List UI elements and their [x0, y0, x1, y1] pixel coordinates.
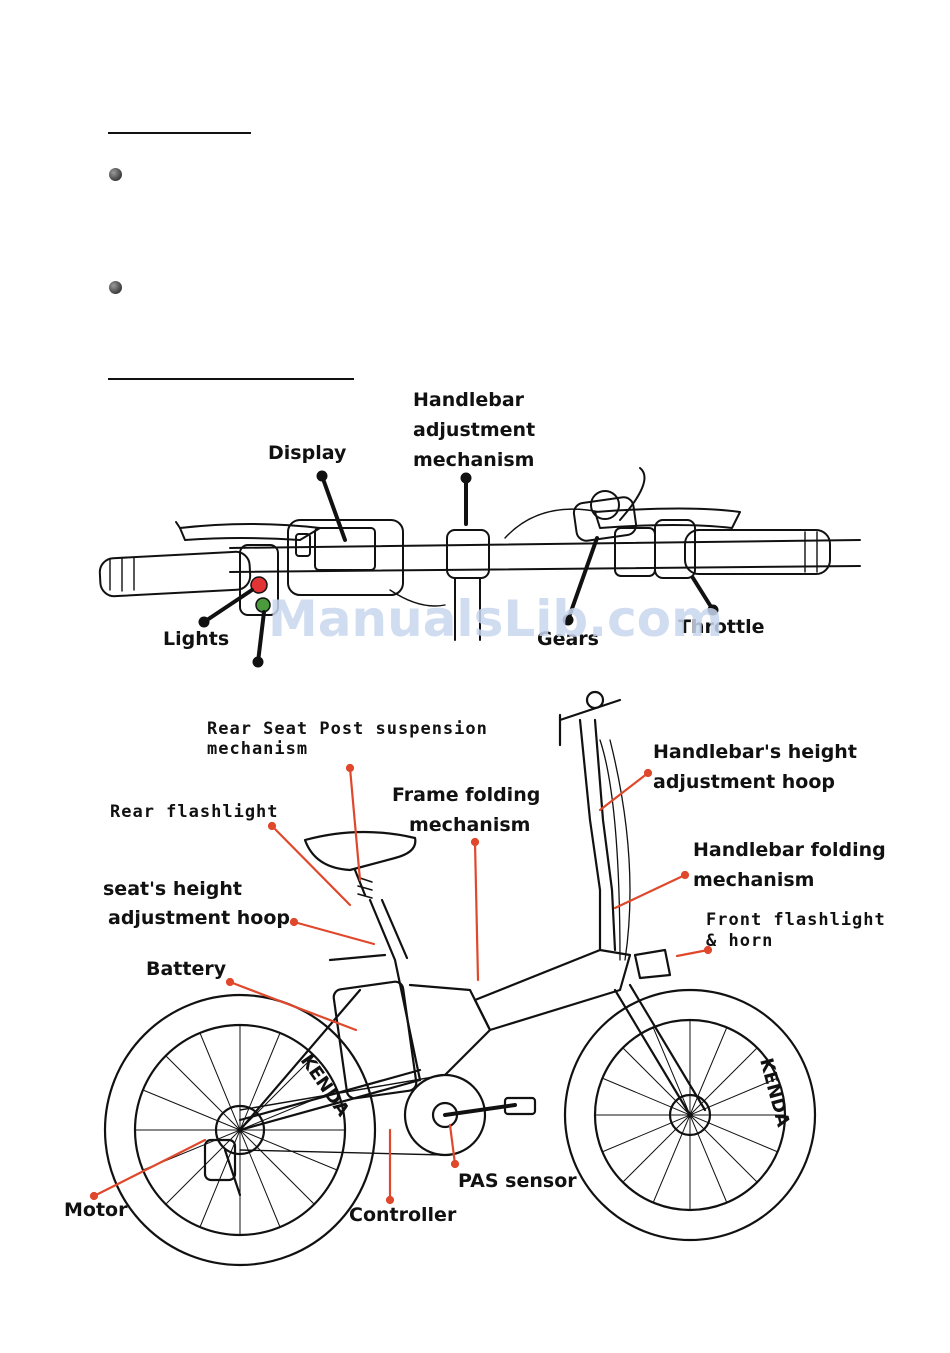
label-handlebar-adjustment-2: adjustment	[413, 419, 536, 441]
label-rear-seat-post-2: mechanism	[207, 739, 309, 759]
battery-leader	[228, 980, 358, 1032]
label-lights: Lights	[163, 628, 230, 650]
label-front-flashlight-1: Front flashlight	[706, 910, 886, 930]
seat-height-leader	[292, 920, 376, 946]
label-frame-folding-1: Frame folding	[392, 784, 541, 806]
rear-tire-brand: KENDA	[296, 1051, 353, 1121]
label-battery: Battery	[146, 958, 227, 980]
label-gears: Gears	[537, 628, 599, 650]
front-tire-brand: KENDA	[755, 1056, 793, 1129]
label-seat-height-1: seat's height	[103, 878, 242, 900]
label-display: Display	[268, 442, 347, 464]
front-tire	[563, 988, 817, 1242]
label-controller: Controller	[349, 1204, 457, 1226]
handlebar-folding-leader	[613, 873, 687, 910]
bullet-1	[109, 168, 122, 181]
label-rear-seat-post-1: Rear Seat Post suspension	[207, 719, 488, 739]
label-pas-sensor: PAS sensor	[458, 1170, 577, 1192]
pas-sensor-leader	[448, 1123, 457, 1166]
light-red-button	[250, 576, 268, 594]
rear-seat-post-leader	[348, 766, 362, 882]
label-handlebar-height-2: adjustment hoop	[653, 771, 835, 793]
front-flashlight-leader	[675, 948, 710, 958]
label-handlebar-folding-2: mechanism	[693, 869, 815, 891]
label-frame-folding-2: mechanism	[409, 814, 531, 836]
label-front-flashlight-2: & horn	[706, 931, 774, 951]
label-handlebar-folding-1: Handlebar folding	[693, 839, 886, 861]
section-rule-1	[108, 132, 251, 134]
rear-tire	[103, 993, 377, 1267]
rear-flashlight-leader	[270, 824, 352, 907]
label-handlebar-adjustment-3: mechanism	[413, 449, 535, 471]
label-motor: Motor	[64, 1199, 128, 1221]
label-throttle: Throttle	[678, 616, 765, 638]
label-seat-height-2: adjustment hoop	[108, 907, 290, 929]
bullet-2	[109, 281, 122, 294]
frame-folding-leader	[473, 840, 480, 982]
section-rule-2	[108, 378, 354, 380]
handlebar-height-leader	[598, 771, 650, 812]
watermark: ManualsLib.com	[268, 590, 724, 648]
motor-leader	[92, 1138, 207, 1198]
label-rear-flashlight: Rear flashlight	[110, 802, 279, 822]
label-handlebar-adjustment-1: Handlebar	[413, 389, 525, 411]
label-handlebar-height-1: Handlebar's height	[653, 741, 857, 763]
